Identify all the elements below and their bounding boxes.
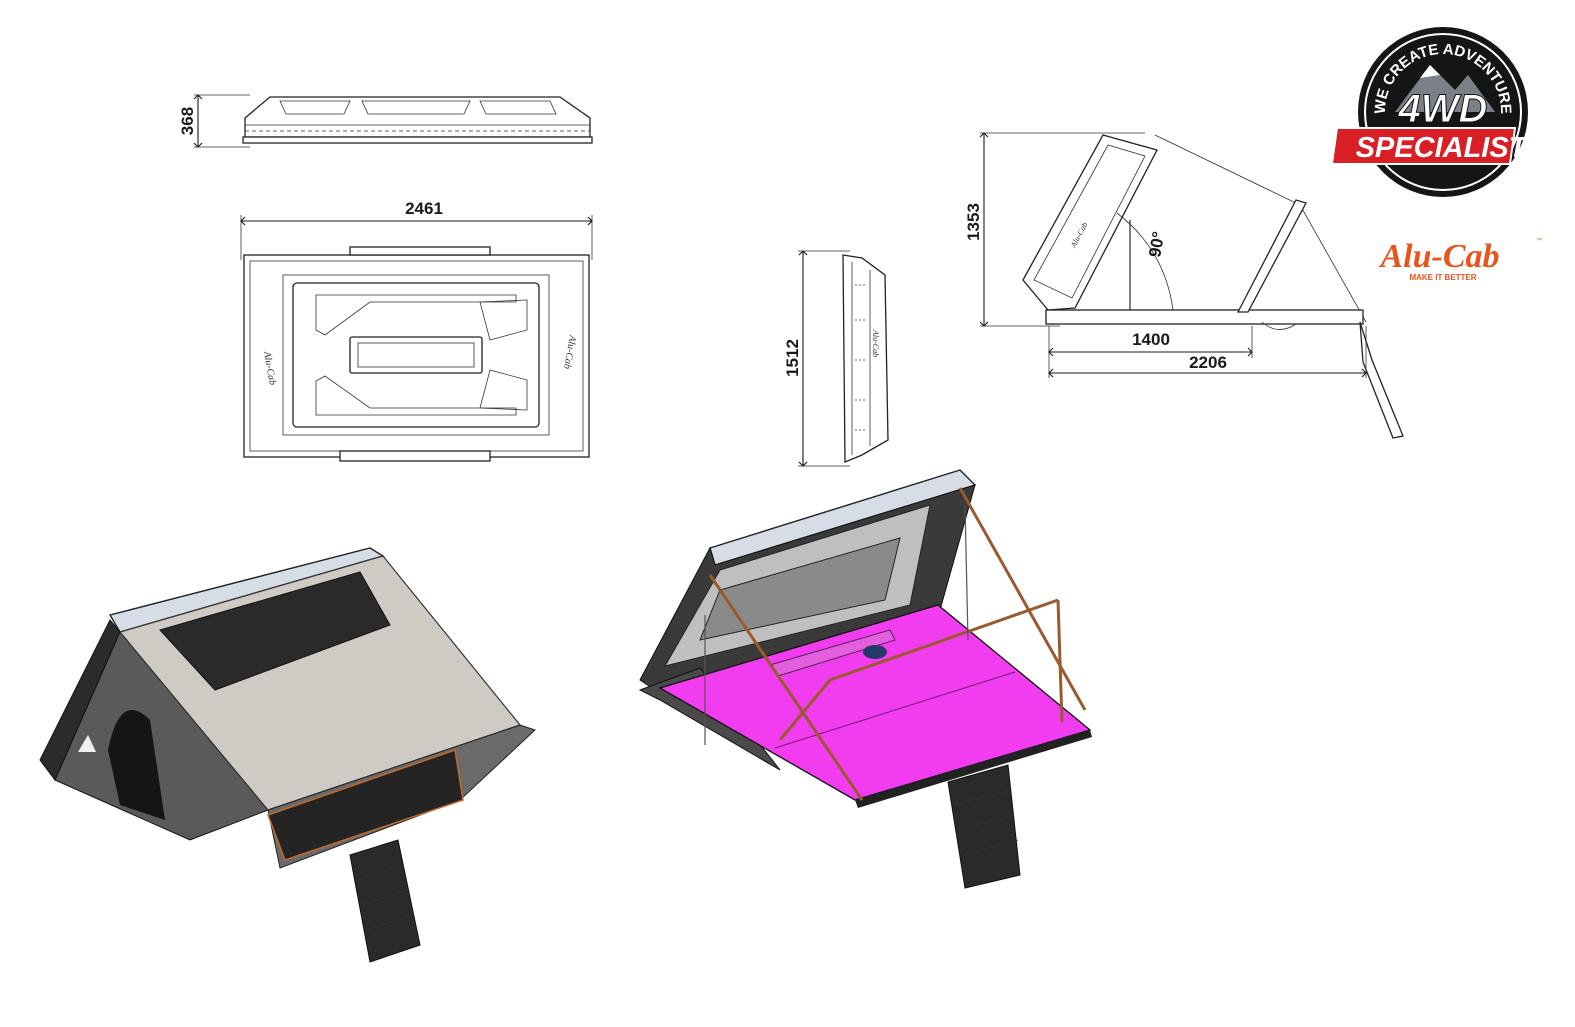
- alucab-tm: ™: [1536, 237, 1542, 244]
- alucab-decal-front: Alu-Cab: [871, 329, 880, 357]
- open-side-view: 1353 Alu-Cab 90° 1400 2206: [964, 132, 1404, 439]
- side-view-closed: 368: [178, 94, 593, 148]
- front-view: 1512 Alu-Cab: [783, 250, 889, 467]
- dim-open-height: 1353: [964, 203, 983, 241]
- dim-length: 2461: [405, 199, 443, 218]
- dim-angle: 90°: [1145, 230, 1168, 259]
- dim-open-length: 2206: [1189, 353, 1227, 372]
- dim-closed-height: 368: [178, 107, 197, 135]
- tent-render-closed: [39, 547, 536, 963]
- alucab-tagline: MAKE IT BETTER: [1409, 273, 1476, 282]
- tent-render-open: [638, 469, 1092, 889]
- alucab-wordmark: Alu-Cab: [1378, 238, 1499, 275]
- top-view: 2461 Alu-Cab Alu-Cab: [240, 199, 593, 462]
- 4wd-specialist-logo: WE CREATE ADVENTURE 4WD SPECIALIST: [1330, 27, 1529, 197]
- seal-main-text: 4WD: [1398, 87, 1488, 131]
- dim-width: 1512: [783, 339, 802, 377]
- seal-sub-text: SPECIALIST: [1356, 132, 1529, 164]
- dim-floor-length: 1400: [1132, 330, 1170, 349]
- alucab-logo: Alu-Cab ™ MAKE IT BETTER: [1378, 237, 1542, 282]
